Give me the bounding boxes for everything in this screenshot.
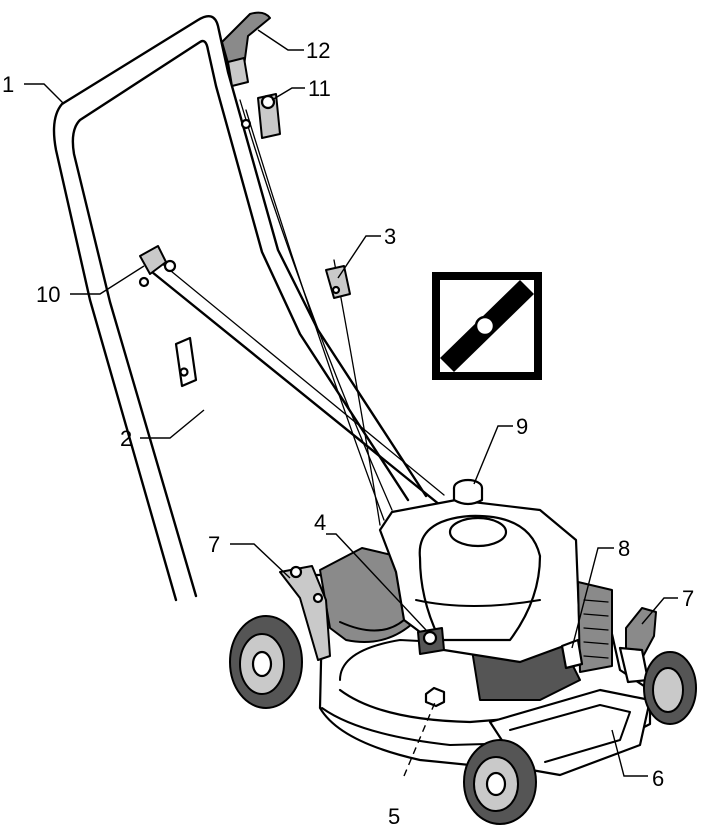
- brake-lever-12: [221, 11, 271, 87]
- callout-1: 1: [2, 72, 14, 97]
- front-left-wheel: [229, 615, 303, 709]
- callout-10: 10: [36, 282, 60, 307]
- callout-7b: 7: [682, 586, 694, 611]
- leader-8: [571, 547, 614, 649]
- callout-2: 2: [120, 426, 132, 451]
- callout-3: 3: [384, 224, 396, 249]
- callout-9: 9: [516, 414, 528, 439]
- leader-1: [24, 83, 65, 105]
- leader-11: [271, 87, 305, 101]
- handle-clamp-10: [138, 245, 177, 288]
- rear-left-wheel: [463, 739, 537, 825]
- upper-handle: [52, 14, 445, 602]
- front-right-wheel: [643, 651, 697, 725]
- callout-7a: 7: [208, 532, 220, 557]
- leader-7b: [641, 597, 678, 625]
- leader-12: [257, 29, 304, 51]
- leader-6: [611, 729, 648, 777]
- callout-12: 12: [306, 38, 330, 63]
- callout-11: 11: [308, 76, 331, 101]
- cable-clip-3: [325, 265, 351, 299]
- leader-3: [337, 235, 381, 279]
- callout-6: 6: [652, 766, 664, 791]
- leader-4: [326, 533, 427, 631]
- callout-8: 8: [618, 536, 630, 561]
- leader-10: [70, 265, 145, 295]
- handle-joint-2: [174, 336, 198, 388]
- callout-4: 4: [314, 510, 326, 535]
- engine: [378, 478, 613, 701]
- leader-lines: [24, 29, 678, 777]
- leader-9: [473, 425, 513, 485]
- leader-5: [403, 699, 437, 777]
- callout-labels: 1 2 3 4 5 6 7 7 8 9 10 11 12: [2, 38, 694, 829]
- throttle-control-11: [240, 93, 281, 139]
- leader-7a: [230, 543, 291, 579]
- callout-5: 5: [388, 804, 400, 829]
- mower-blade-icon: [432, 272, 542, 380]
- leader-2: [140, 409, 205, 439]
